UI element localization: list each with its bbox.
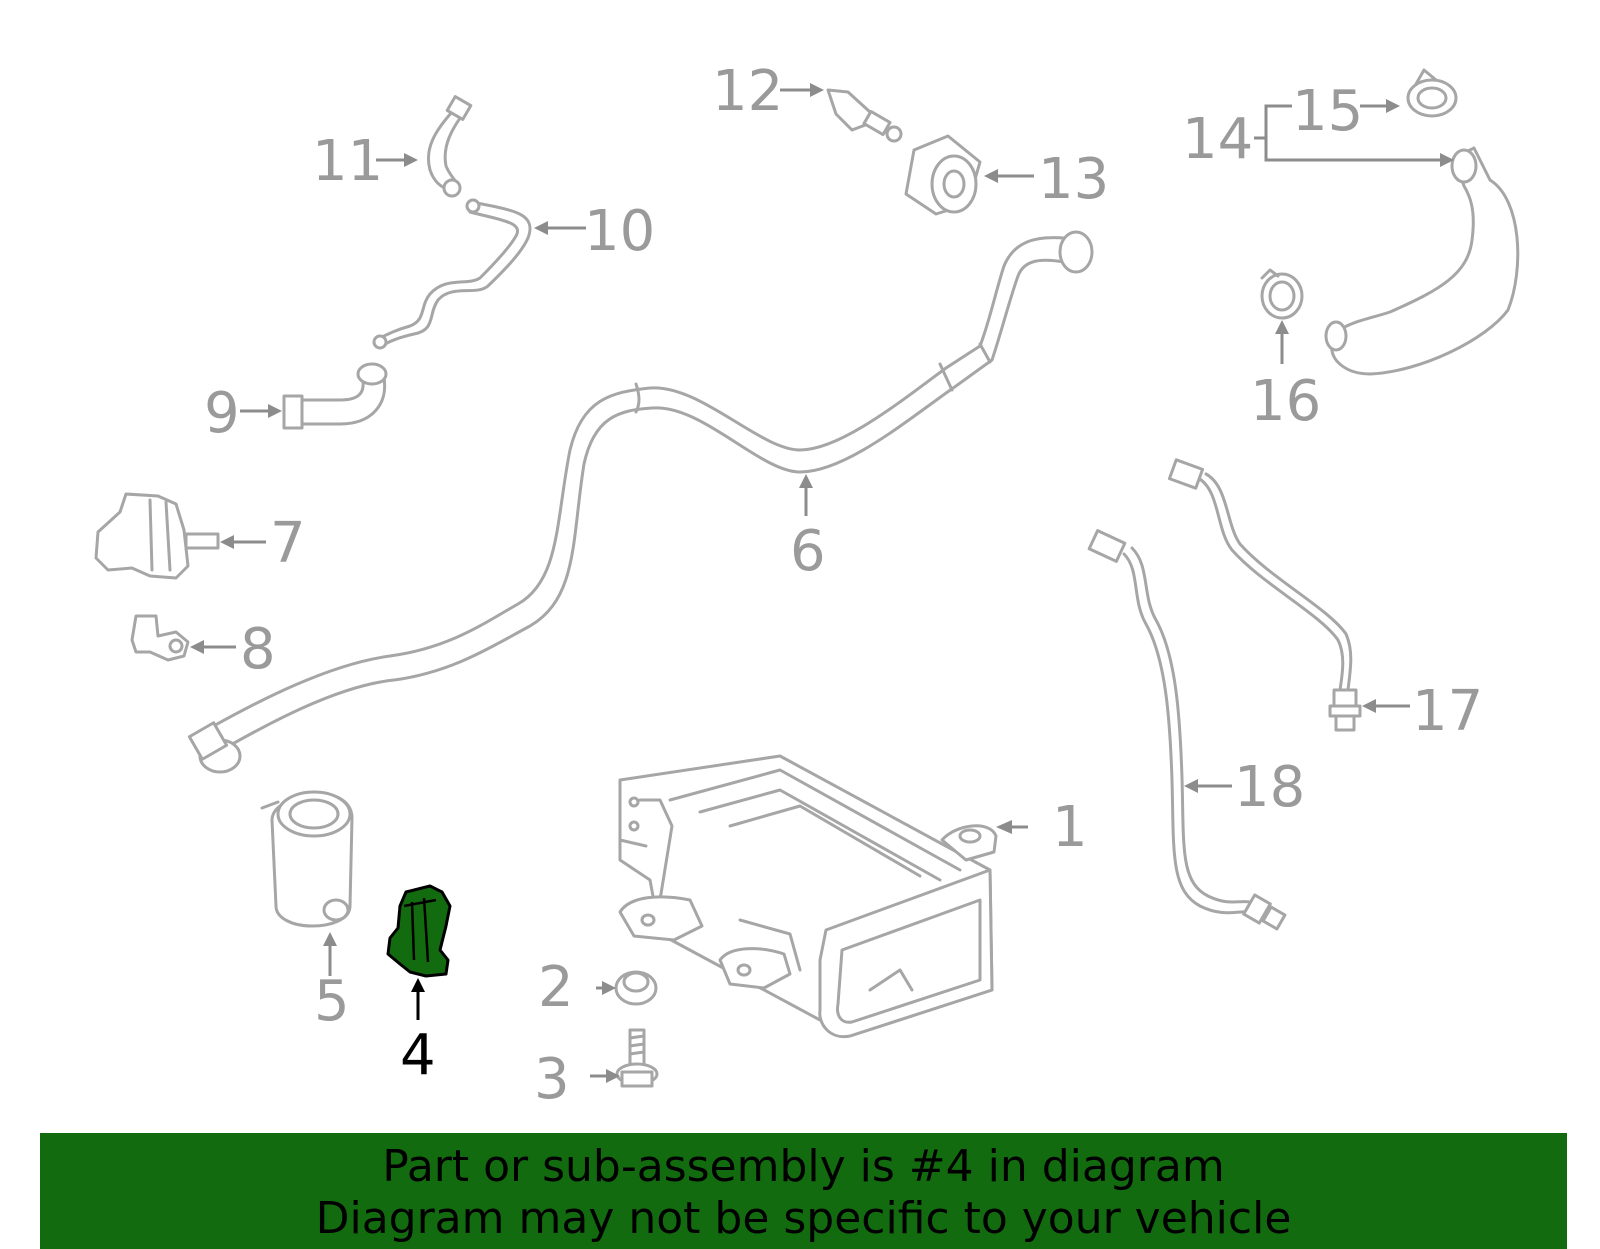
banner-line-1: Part or sub-assembly is #4 in diagram	[382, 1141, 1225, 1192]
part-4-bracket-highlighted[interactable]	[386, 884, 452, 978]
part-17-sensor[interactable]	[1167, 458, 1362, 732]
callout-12: 12	[712, 59, 783, 124]
part-1-canister[interactable]	[618, 754, 998, 1039]
info-banner: Part or sub-assembly is #4 in diagram Di…	[40, 1133, 1567, 1249]
callout-2: 2	[538, 955, 574, 1020]
callout-10: 10	[584, 199, 655, 264]
part-16-clamp[interactable]	[1260, 268, 1304, 320]
callout-4: 4	[400, 1023, 436, 1088]
part-18-sensor[interactable]	[1087, 529, 1287, 931]
callout-5: 5	[314, 969, 350, 1034]
callout-1: 1	[1052, 795, 1088, 860]
part-8-bracket[interactable]	[130, 614, 190, 662]
part-6-hose[interactable]	[187, 230, 1094, 774]
callout-11: 11	[312, 129, 383, 194]
part-9-hose[interactable]	[282, 362, 388, 430]
callout-14: 14	[1182, 107, 1253, 172]
part-12-connector[interactable]	[826, 88, 903, 143]
banner-line-2: Diagram may not be specific to your vehi…	[315, 1193, 1292, 1244]
callout-9: 9	[204, 381, 240, 446]
part-15-clamp[interactable]	[1406, 68, 1458, 118]
callout-labels: 1 2 3 4 5 6 7 8 9 10 11 12 13 14 15 16 1…	[204, 59, 1483, 1112]
part-10-hose[interactable]	[372, 198, 532, 350]
part-2-grommet[interactable]	[614, 970, 658, 1006]
callout-3: 3	[534, 1047, 570, 1112]
callout-7: 7	[270, 511, 306, 576]
callout-6: 6	[790, 519, 826, 584]
part-13-grommet[interactable]	[904, 134, 982, 216]
part-5-filter[interactable]	[260, 790, 354, 928]
part-11-hose[interactable]	[427, 95, 473, 198]
callout-18: 18	[1234, 755, 1305, 820]
callout-13: 13	[1038, 147, 1109, 212]
callout-16: 16	[1250, 369, 1321, 434]
part-3-bolt[interactable]	[615, 1028, 659, 1088]
callout-15: 15	[1292, 79, 1363, 144]
callout-8: 8	[240, 617, 276, 682]
part-7-valve[interactable]	[94, 492, 220, 580]
callout-17: 17	[1412, 679, 1483, 744]
leader-lines	[190, 83, 1454, 1083]
part-14-hose[interactable]	[1324, 146, 1520, 376]
